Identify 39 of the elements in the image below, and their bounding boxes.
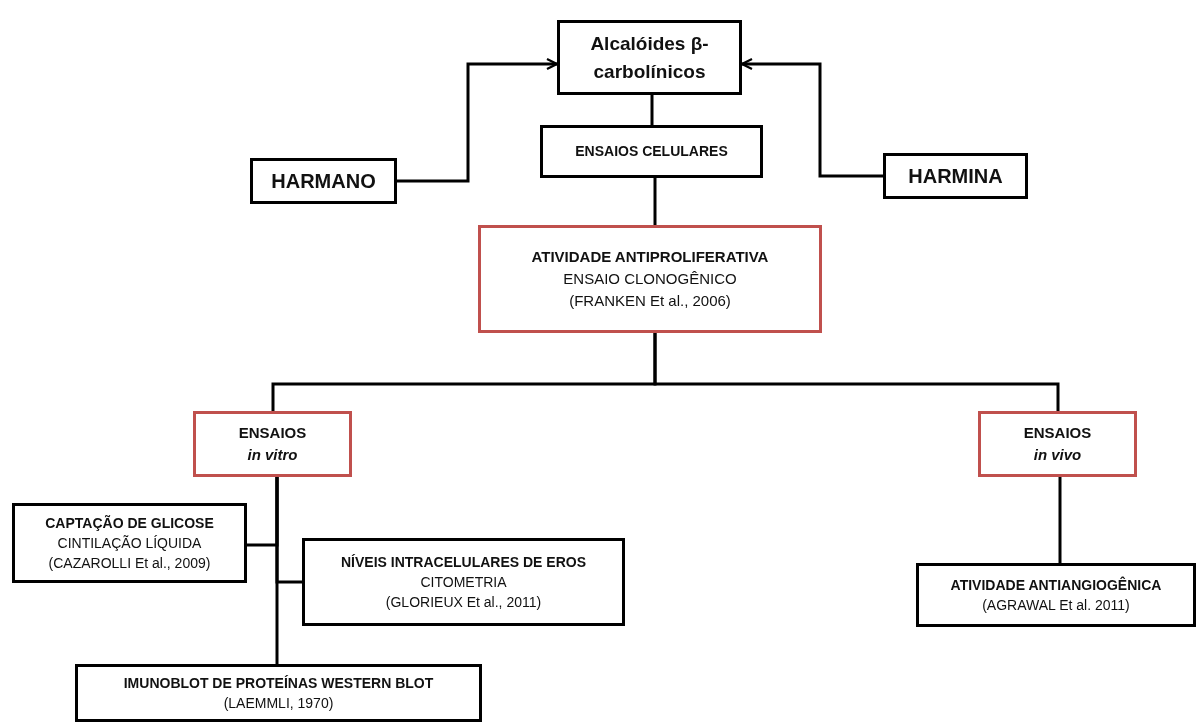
arrow	[397, 57, 559, 183]
box-heading: CAPTAÇÃO DE GLICOSE	[45, 513, 214, 533]
box-text: in vivo	[1033, 445, 1082, 465]
box-heading: ATIVIDADE ANTIANGIOGÊNICA	[950, 575, 1162, 595]
box-text: (FRANKEN Et al., 2006)	[569, 290, 731, 311]
box-text: (LAEMMLI, 1970)	[223, 694, 334, 713]
box-heading: ENSAIOS	[1023, 423, 1092, 444]
arrow	[740, 57, 883, 178]
process-box	[75, 664, 482, 722]
process-box	[478, 225, 822, 333]
process-box	[540, 125, 763, 178]
process-box	[302, 538, 625, 626]
box-heading: NÍVEIS INTRACELULARES DE EROS	[341, 552, 586, 572]
box-heading: IMUNOBLOT DE PROTEÍNAS WESTERN BLOT	[123, 673, 434, 693]
connector-line	[653, 333, 1060, 411]
process-box	[12, 503, 247, 583]
process-box	[916, 563, 1196, 627]
box-text: ENSAIO CLONOGÊNICO	[563, 269, 737, 290]
box-text: CITOMETRIA	[420, 572, 507, 592]
box-text: (GLORIEUX Et al., 2011)	[385, 593, 542, 613]
process-box	[978, 411, 1137, 477]
box-heading: Alcalóides β-carbolínicos	[589, 31, 710, 84]
process-box	[883, 153, 1028, 199]
box-text: CINTILAÇÃO LÍQUIDA	[57, 533, 202, 553]
box-heading: HARMINA	[908, 163, 1003, 189]
box-text: (CAZAROLLI Et al., 2009)	[48, 554, 211, 574]
connector-line	[650, 95, 654, 125]
box-text: (AGRAWAL Et al. 2011)	[982, 596, 1130, 615]
process-box	[193, 411, 352, 477]
box-heading: ENSAIOS CELULARES	[575, 142, 728, 162]
connector-line	[275, 477, 279, 664]
box-heading: ATIVIDADE ANTIPROLIFERATIVA	[531, 247, 769, 268]
process-box	[557, 20, 742, 95]
connector-line	[653, 178, 657, 225]
process-box	[250, 158, 397, 204]
box-heading: HARMANO	[271, 168, 376, 194]
box-text: in vitro	[247, 445, 298, 465]
box-heading: ENSAIOS	[238, 423, 307, 444]
connector-line	[1058, 477, 1062, 563]
